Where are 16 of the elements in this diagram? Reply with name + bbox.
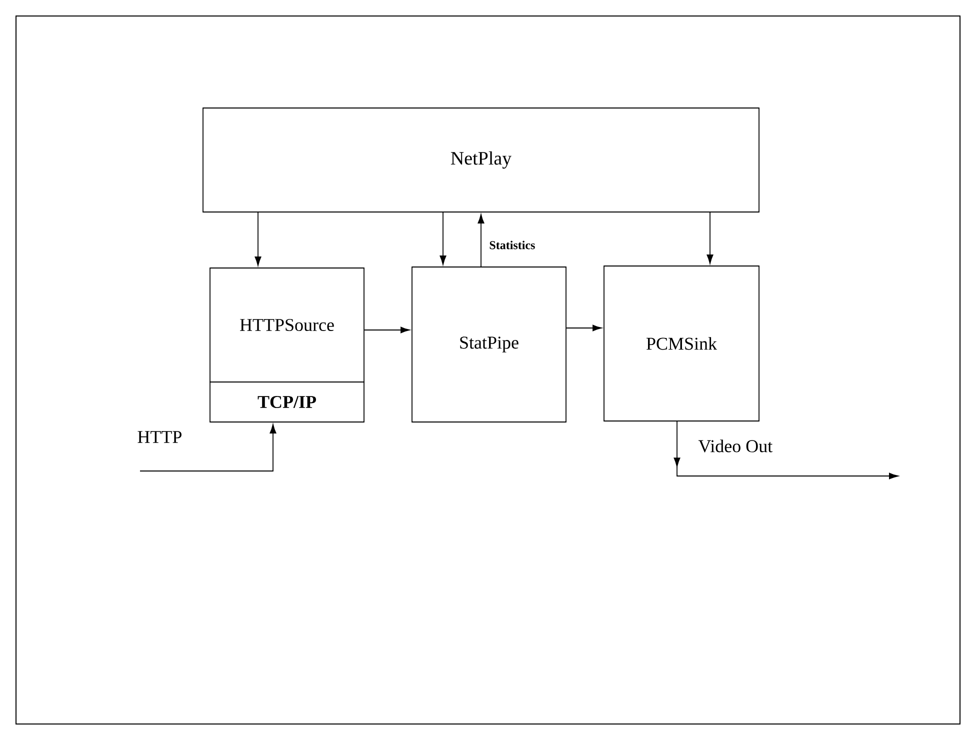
arrow — [478, 214, 484, 267]
arrow — [706, 212, 714, 264]
process-box: HTTPSource — [210, 268, 364, 382]
edge-label: Statistics — [490, 240, 535, 250]
arrow — [254, 212, 262, 266]
process-box: NetPlay — [202, 108, 760, 212]
process-box: StatPipe — [412, 266, 566, 422]
arrow — [140, 424, 276, 472]
edge-label: HTTP — [138, 431, 182, 443]
arrow — [674, 421, 898, 480]
arrow — [440, 212, 446, 265]
process-box: PCMSink — [604, 266, 760, 422]
protocol-box: TCP/IP — [210, 382, 364, 422]
edge-label: Video Out — [698, 440, 772, 452]
arrow — [364, 326, 410, 334]
arrow — [566, 324, 602, 332]
